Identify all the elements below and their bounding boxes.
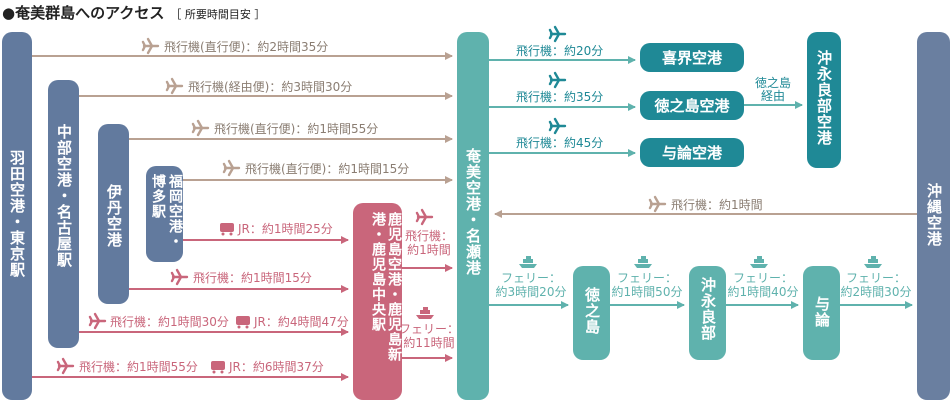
itami-label: 伊丹空港 bbox=[105, 184, 123, 248]
plane-icon bbox=[141, 37, 160, 55]
train-icon bbox=[211, 361, 225, 374]
okinoerabu-airport-label: 沖永良部空港 bbox=[815, 50, 833, 146]
okinawa-label: 沖縄空港 bbox=[925, 183, 943, 247]
fukuoka-label: 福岡空港・博多駅 bbox=[146, 174, 183, 256]
tokunoshima-airport: 徳之島空港 bbox=[653, 97, 730, 115]
haneda-pillar bbox=[2, 32, 32, 400]
ferry-label: フェリー：約2時間30分 bbox=[841, 271, 912, 299]
route-label: 飛行機(直行便)：約1時間15分 bbox=[245, 161, 409, 176]
okinoerabu-ferry-box bbox=[689, 266, 726, 360]
plane-icon bbox=[648, 195, 667, 213]
plane-icon bbox=[548, 25, 567, 43]
amami-label: 奄美空港・名瀬港 bbox=[464, 148, 482, 276]
tokunoshima-ferry-box bbox=[573, 266, 610, 360]
yoron-airport-box bbox=[640, 138, 744, 167]
okinoerabu-airport-box bbox=[807, 32, 841, 168]
plane-icon bbox=[165, 77, 184, 95]
train-icon bbox=[220, 223, 234, 236]
kagoshima-text: 鹿児島空港・鹿児島新港・鹿児島中央駅 bbox=[370, 212, 402, 362]
plane-icon bbox=[88, 312, 107, 330]
ship-icon bbox=[416, 307, 434, 319]
tokunoshima-island-label: 徳之島 bbox=[583, 287, 601, 335]
okinawa-pillar bbox=[917, 32, 950, 400]
plane-icon bbox=[222, 159, 241, 177]
plane-icon bbox=[170, 268, 189, 286]
page-title: ●奄美群島へのアクセス ［ 所要時間目安 ］ bbox=[2, 2, 265, 23]
ferry-label: フェリー：約3時間20分 bbox=[496, 271, 567, 299]
route-label: JR：約4時間47分 bbox=[253, 314, 349, 329]
train-icon bbox=[236, 316, 250, 329]
plane-icon bbox=[56, 357, 75, 375]
fukuoka-pillar bbox=[146, 166, 183, 262]
kagoshima-plane-label: 飛行機：約1時間 bbox=[405, 228, 453, 257]
air-label: 飛行機：約45分 bbox=[516, 135, 603, 150]
air-label: 飛行機：約20分 bbox=[516, 43, 603, 58]
amami-pillar bbox=[457, 32, 489, 400]
plane-icon bbox=[191, 119, 210, 137]
ferry-label: フェリー：約1時間40分 bbox=[728, 271, 799, 299]
subtitle-text: ［ 所要時間目安 ］ bbox=[170, 8, 266, 21]
air-label: 飛行機：約35分 bbox=[516, 89, 603, 104]
route-label: 飛行機(直行便)：約2時間35分 bbox=[164, 39, 328, 54]
route-label: 飛行機：約1時間15分 bbox=[193, 270, 312, 285]
route-label: 飛行機：約1時間 bbox=[671, 197, 763, 212]
tokunoshima-airport-box bbox=[640, 91, 744, 120]
okinoerabu-island-label: 沖永良部 bbox=[699, 277, 717, 341]
plane-icon bbox=[548, 71, 567, 89]
kikai-airport-box bbox=[640, 43, 744, 72]
itami-pillar bbox=[98, 124, 129, 304]
route-label: JR：約6時間37分 bbox=[228, 359, 324, 374]
yoron-island-label: 与論 bbox=[813, 296, 831, 328]
haneda-label: 羽田空港・東京駅 bbox=[8, 150, 26, 278]
ship-icon bbox=[864, 256, 882, 268]
route-label: 飛行機：約1時間30分 bbox=[110, 314, 229, 329]
plane-icon bbox=[548, 117, 567, 135]
title-text: ●奄美群島へのアクセス bbox=[2, 4, 165, 22]
route-label: 飛行機：約1時間55分 bbox=[79, 359, 198, 374]
route-label: 飛行機(経由便)：約3時間30分 bbox=[188, 79, 352, 94]
plane-icon bbox=[415, 208, 434, 226]
kikai-airport: 喜界空港 bbox=[662, 49, 723, 67]
fukuoka-text: 福岡空港・博多駅 bbox=[150, 174, 183, 249]
chubu-label: 中部空港・名古屋駅 bbox=[55, 124, 73, 268]
ship-icon bbox=[750, 256, 768, 268]
kagoshima-label: 鹿児島空港・鹿児島新港・鹿児島中央駅 bbox=[353, 212, 402, 390]
ship-icon bbox=[519, 256, 537, 268]
chubu-pillar bbox=[48, 80, 79, 348]
tokunoshima-via-label: 徳之島経由 bbox=[755, 75, 791, 103]
route-label: JR：約1時間25分 bbox=[237, 221, 333, 236]
yoron-airport: 与論空港 bbox=[662, 144, 723, 162]
kagoshima-ferry-label: フェリー：約11時間 bbox=[399, 322, 459, 350]
yoron-ferry-box bbox=[803, 266, 840, 360]
kagoshima-pillar bbox=[353, 203, 402, 400]
route-label: 飛行機(直行便)：約1時間55分 bbox=[214, 121, 378, 136]
ship-icon bbox=[634, 256, 652, 268]
ferry-label: フェリー：約1時間50分 bbox=[612, 271, 683, 299]
